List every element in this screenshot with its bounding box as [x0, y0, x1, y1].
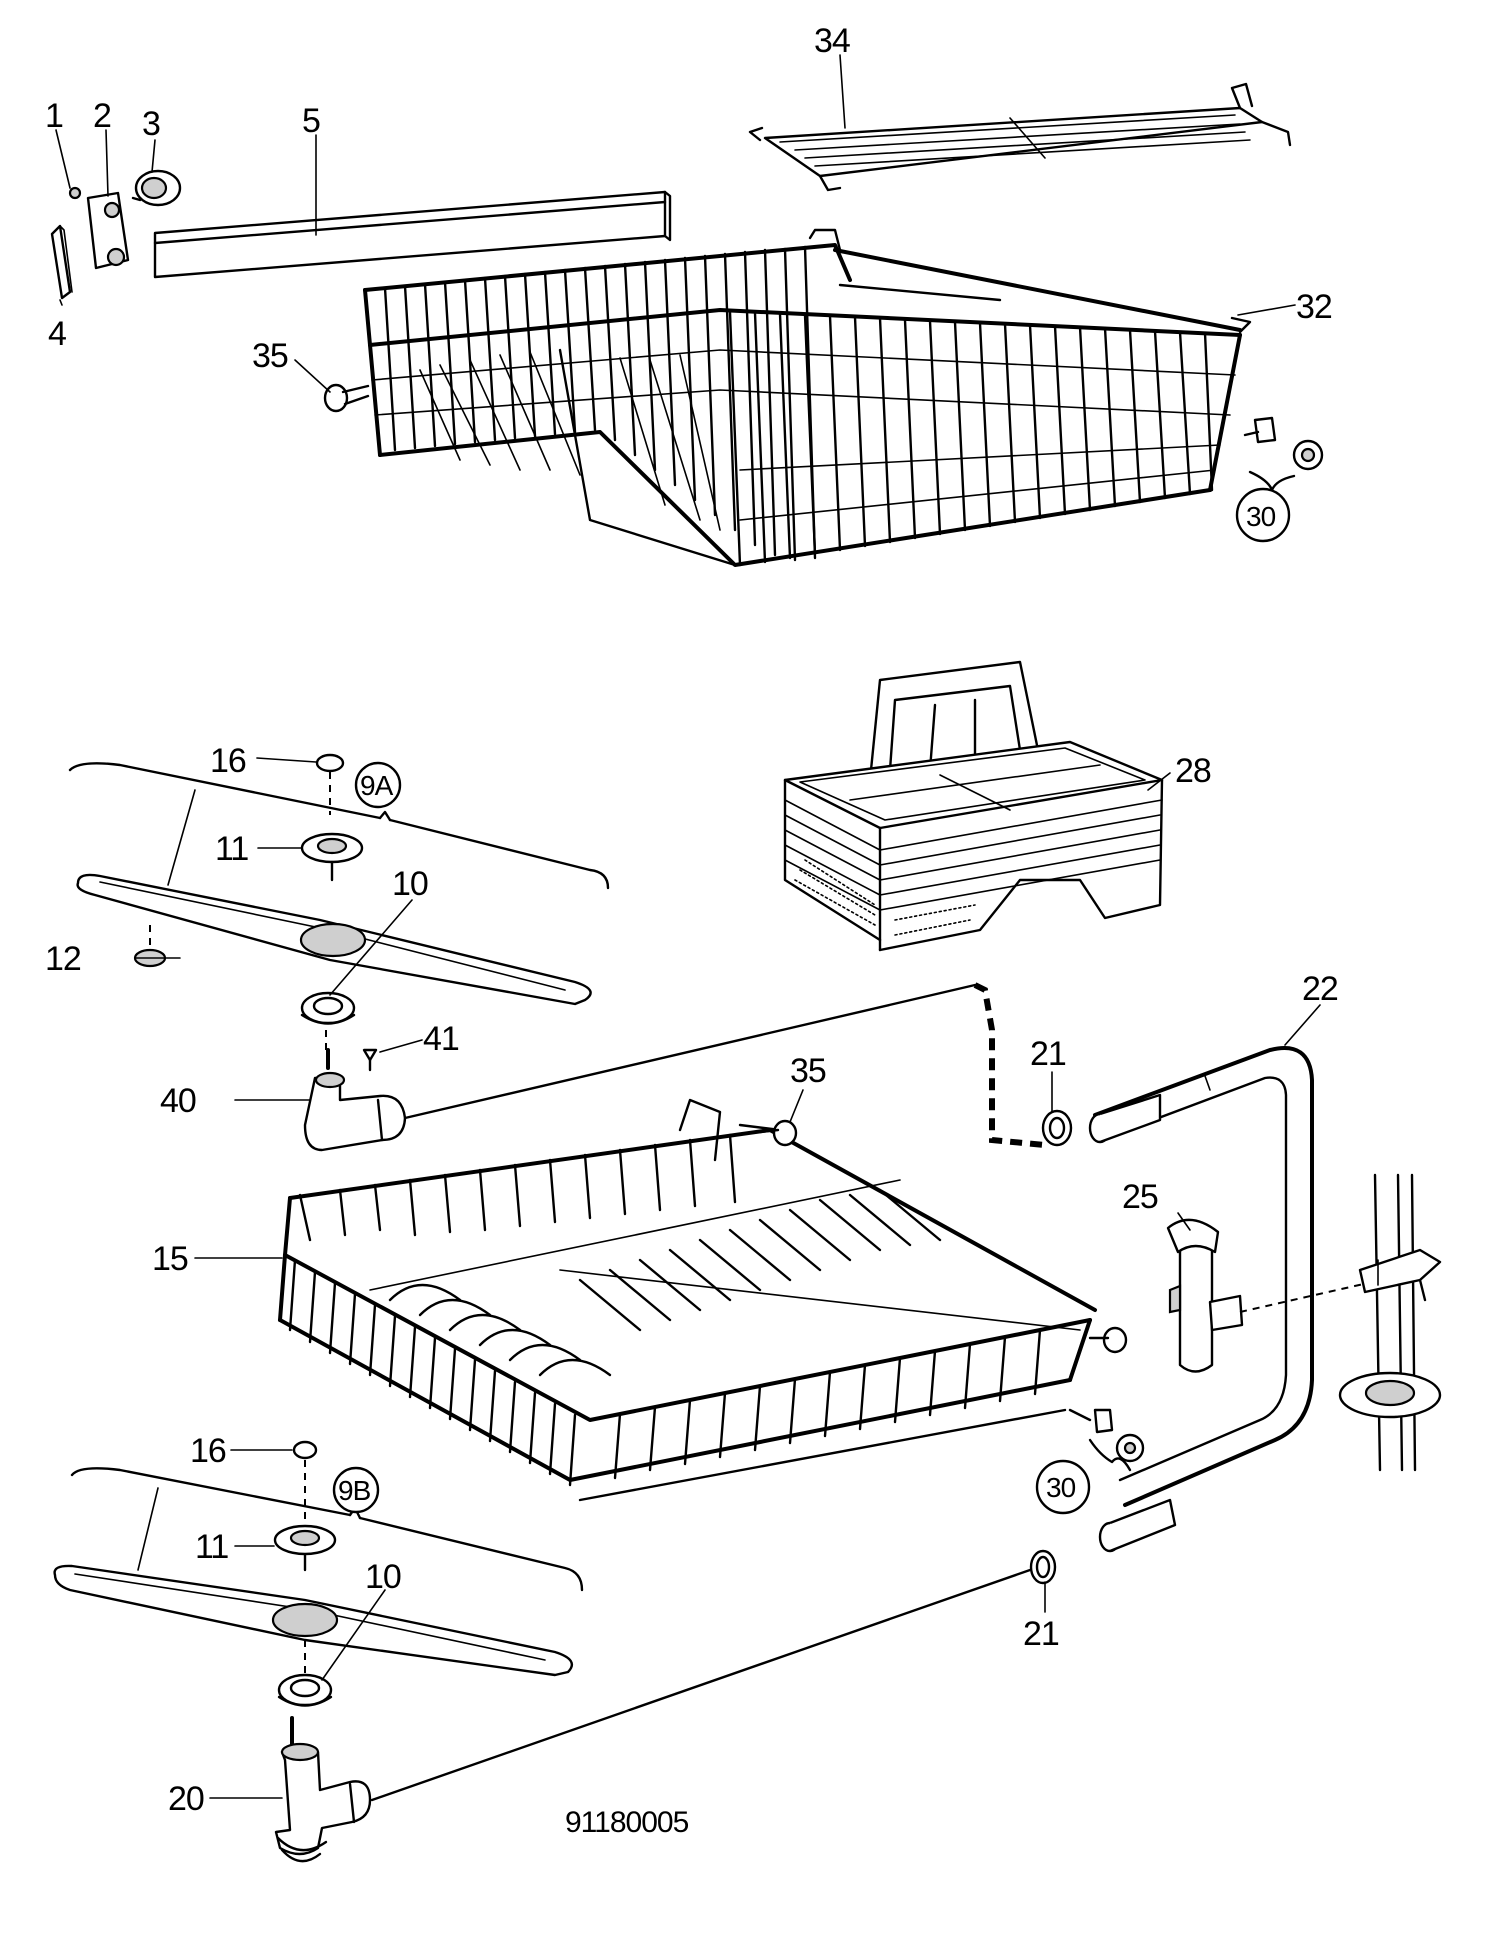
part-32-upper-basket: [363, 228, 1252, 567]
label-part-41: 41: [423, 1020, 459, 1058]
drawing-number: 91180005: [565, 1806, 689, 1839]
label-part-11-a: 11: [215, 830, 248, 868]
label-part-9b: 9B: [338, 1475, 371, 1506]
part-9b-spray-arm-assembly: [53, 1440, 584, 1863]
connector-line-lower: [370, 1568, 1032, 1802]
label-part-35-top: 35: [252, 337, 288, 375]
part-34-cup-shelf: [748, 82, 1292, 192]
part-1-screw: [68, 186, 82, 200]
label-part-32: 32: [1296, 288, 1332, 326]
part-2-bracket: [86, 191, 130, 270]
part-30-wheel-set-bottom: [1035, 1408, 1145, 1515]
label-part-21-bottom: 21: [1023, 1615, 1059, 1653]
label-part-2: 2: [93, 97, 111, 135]
part-30-wheel-set-top: [1235, 416, 1324, 543]
label-part-10-a: 10: [392, 865, 428, 903]
side-wall-mount: [1338, 1173, 1442, 1472]
connector-dashed-upper: [973, 982, 1046, 1148]
label-part-16-a: 16: [210, 742, 246, 780]
part-35-stop-top: [323, 383, 370, 413]
label-part-34: 34: [814, 22, 850, 60]
part-15-lower-basket: [278, 1098, 1097, 1502]
label-part-30-bottom: 30: [1046, 1472, 1076, 1503]
label-part-35-mid: 35: [790, 1052, 826, 1090]
part-28-cutlery-basket: [783, 660, 1164, 952]
part-35-stop-lower: [758, 1119, 1128, 1354]
label-part-12: 12: [45, 940, 81, 978]
part-3-roller: [131, 169, 182, 207]
label-part-3: 3: [142, 105, 160, 143]
part-5-rail: [153, 190, 672, 279]
part-25-tube-clip: [1166, 1218, 1391, 1373]
part-21-seal-upper: [1041, 1109, 1073, 1147]
label-part-25: 25: [1122, 1178, 1158, 1216]
callout-circle-9b: [332, 1466, 380, 1514]
label-part-4: 4: [48, 315, 66, 353]
label-part-11-b: 11: [195, 1528, 228, 1566]
part-9a-spray-arm-assembly: [68, 753, 610, 1152]
connector-line-upper: [403, 983, 977, 1120]
label-part-30-top: 30: [1246, 501, 1276, 532]
label-part-22: 22: [1302, 970, 1338, 1008]
label-part-28: 28: [1175, 752, 1211, 790]
part-labels: 1 2 3 4 5 34 35 32 30 16 9A 11 10 12 41 …: [45, 22, 1339, 1839]
label-part-1: 1: [45, 97, 63, 135]
label-part-20: 20: [168, 1780, 204, 1818]
label-part-16-b: 16: [190, 1432, 226, 1470]
part-22-supply-tube: [1088, 1046, 1314, 1553]
label-part-40: 40: [160, 1082, 196, 1120]
label-part-9a: 9A: [360, 770, 394, 801]
part-21-seal-lower: [1029, 1549, 1057, 1585]
label-part-10-b: 10: [365, 1558, 401, 1596]
leader-lines: [55, 54, 1321, 1799]
callout-circle-9a: [354, 761, 402, 809]
label-part-21-top: 21: [1030, 1035, 1066, 1073]
label-part-5: 5: [302, 102, 320, 140]
label-part-15: 15: [152, 1240, 188, 1278]
part-4-clip: [50, 224, 73, 300]
